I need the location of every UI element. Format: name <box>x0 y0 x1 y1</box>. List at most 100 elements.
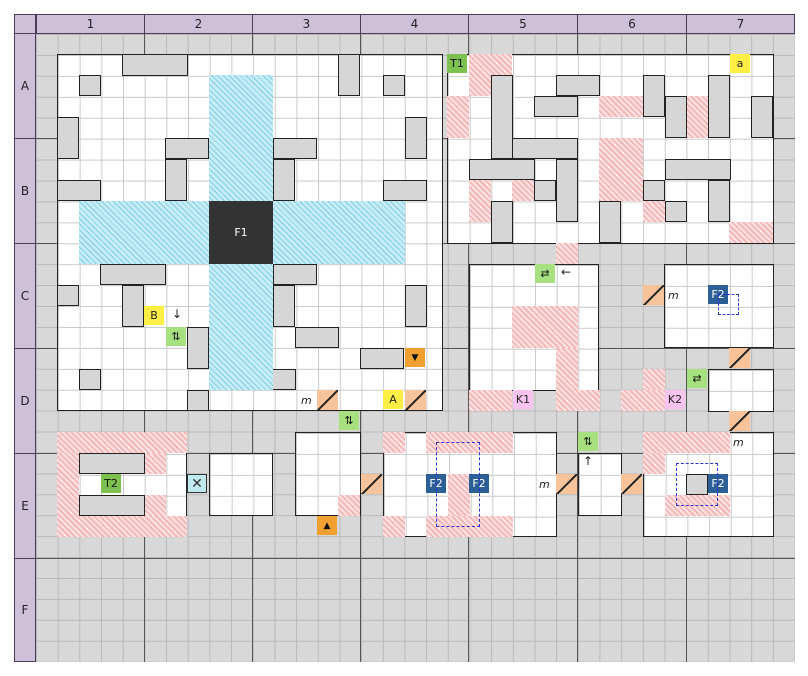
marker-K1: K1 <box>513 390 533 409</box>
door-diagonal[interactable] <box>729 411 750 431</box>
wall-block <box>360 348 404 369</box>
maze-wall <box>469 159 535 180</box>
damage-ring <box>144 453 166 474</box>
wall-block <box>165 138 209 159</box>
teleport-T1[interactable]: T1 <box>447 54 467 73</box>
damage-ring <box>57 432 187 453</box>
maze-wall <box>599 201 621 243</box>
wall-block <box>57 285 79 306</box>
damage-zone <box>448 474 470 516</box>
up-arrow: ↑ <box>583 454 594 468</box>
column-header: 7 <box>686 14 795 34</box>
damage-zone <box>643 369 665 390</box>
wall-block <box>79 453 145 474</box>
corner-cell <box>14 14 36 34</box>
patrol-path <box>436 442 480 527</box>
row-header: C <box>14 243 36 349</box>
m-label: m <box>539 478 550 491</box>
column-header: 4 <box>360 14 469 34</box>
maze-wall <box>643 75 665 117</box>
wall-block <box>187 327 209 369</box>
patrol-path <box>718 294 739 315</box>
patrol-path <box>676 463 718 506</box>
stairs-down-triangle[interactable]: ▼ <box>405 348 425 367</box>
wall-block <box>273 159 295 201</box>
maze-wall <box>643 180 665 201</box>
wall-block <box>79 75 101 96</box>
wall-block <box>100 264 166 285</box>
damage-zone <box>512 306 578 348</box>
damage-zone <box>469 180 491 222</box>
stairs-up-triangle[interactable]: ▲ <box>317 516 337 535</box>
marker-A: A <box>383 390 403 409</box>
floor-ledge <box>708 369 774 412</box>
wall-block <box>338 54 360 96</box>
column-header: 2 <box>144 14 253 34</box>
damage-zone <box>621 390 665 411</box>
row-header: A <box>14 33 36 139</box>
damage-ring <box>144 495 166 516</box>
m-label: m <box>301 394 312 407</box>
wall-block <box>686 474 708 495</box>
damage-zone <box>469 390 512 411</box>
wall-block <box>122 285 144 327</box>
monster-F2: F2 <box>708 474 728 493</box>
stairs-up-down[interactable]: ⇅ <box>339 411 359 430</box>
door-diagonal[interactable] <box>317 390 338 410</box>
column-header: 1 <box>36 14 145 34</box>
swap-tile[interactable]: ⇄ <box>535 264 555 283</box>
door-diagonal[interactable] <box>729 348 750 368</box>
marker-a: a <box>730 54 750 73</box>
stairs-up-down[interactable]: ⇅ <box>578 432 598 451</box>
maze-wall <box>512 138 578 159</box>
wall-block <box>57 117 79 159</box>
row-header: E <box>14 453 36 559</box>
m-label: m <box>733 436 744 449</box>
teleport-T2[interactable]: T2 <box>101 474 121 493</box>
marker-B: B <box>144 306 164 325</box>
damage-ring <box>57 516 187 537</box>
damage-zone <box>338 495 360 516</box>
pit-F1: F1 <box>209 201 273 264</box>
damage-zone <box>643 453 665 474</box>
damage-zone <box>383 516 405 537</box>
door-diagonal[interactable] <box>643 285 664 305</box>
m-label: m <box>668 289 679 302</box>
down-arrow: ↓ <box>172 307 183 321</box>
door-diagonal[interactable] <box>556 474 577 494</box>
blocked-tile: ✕ <box>187 474 207 493</box>
corridor-e6 <box>578 453 622 516</box>
maze-wall <box>491 75 513 159</box>
maze-wall <box>665 201 687 222</box>
swap-tile[interactable]: ⇄ <box>687 369 707 388</box>
wall-block <box>79 495 145 516</box>
damage-zone <box>729 222 773 243</box>
damage-zone <box>556 243 578 264</box>
row-header: D <box>14 348 36 454</box>
wall-block <box>273 264 317 285</box>
stairs-up-down[interactable]: ⇅ <box>166 327 186 346</box>
wall-block <box>79 369 101 390</box>
damage-zone <box>512 180 534 201</box>
wall-block <box>405 285 427 327</box>
maze-wall <box>491 201 513 243</box>
door-diagonal[interactable] <box>361 474 382 494</box>
maze-wall <box>534 180 556 201</box>
wall-block <box>187 390 209 411</box>
damage-zone <box>643 432 730 453</box>
column-header: 6 <box>577 14 687 34</box>
column-header: 5 <box>468 14 578 34</box>
corridor-e2 <box>209 453 273 516</box>
door-diagonal[interactable] <box>405 390 426 410</box>
door-diagonal[interactable] <box>621 474 642 494</box>
wall-block <box>383 180 427 201</box>
maze-wall <box>665 159 731 180</box>
left-arrow: ← <box>561 265 572 279</box>
damage-zone <box>599 96 643 117</box>
monster-F2: F2 <box>426 474 446 493</box>
wall-block <box>295 327 339 348</box>
damage-zone <box>383 432 405 453</box>
damage-zone <box>578 390 600 411</box>
maze-wall <box>665 96 687 138</box>
